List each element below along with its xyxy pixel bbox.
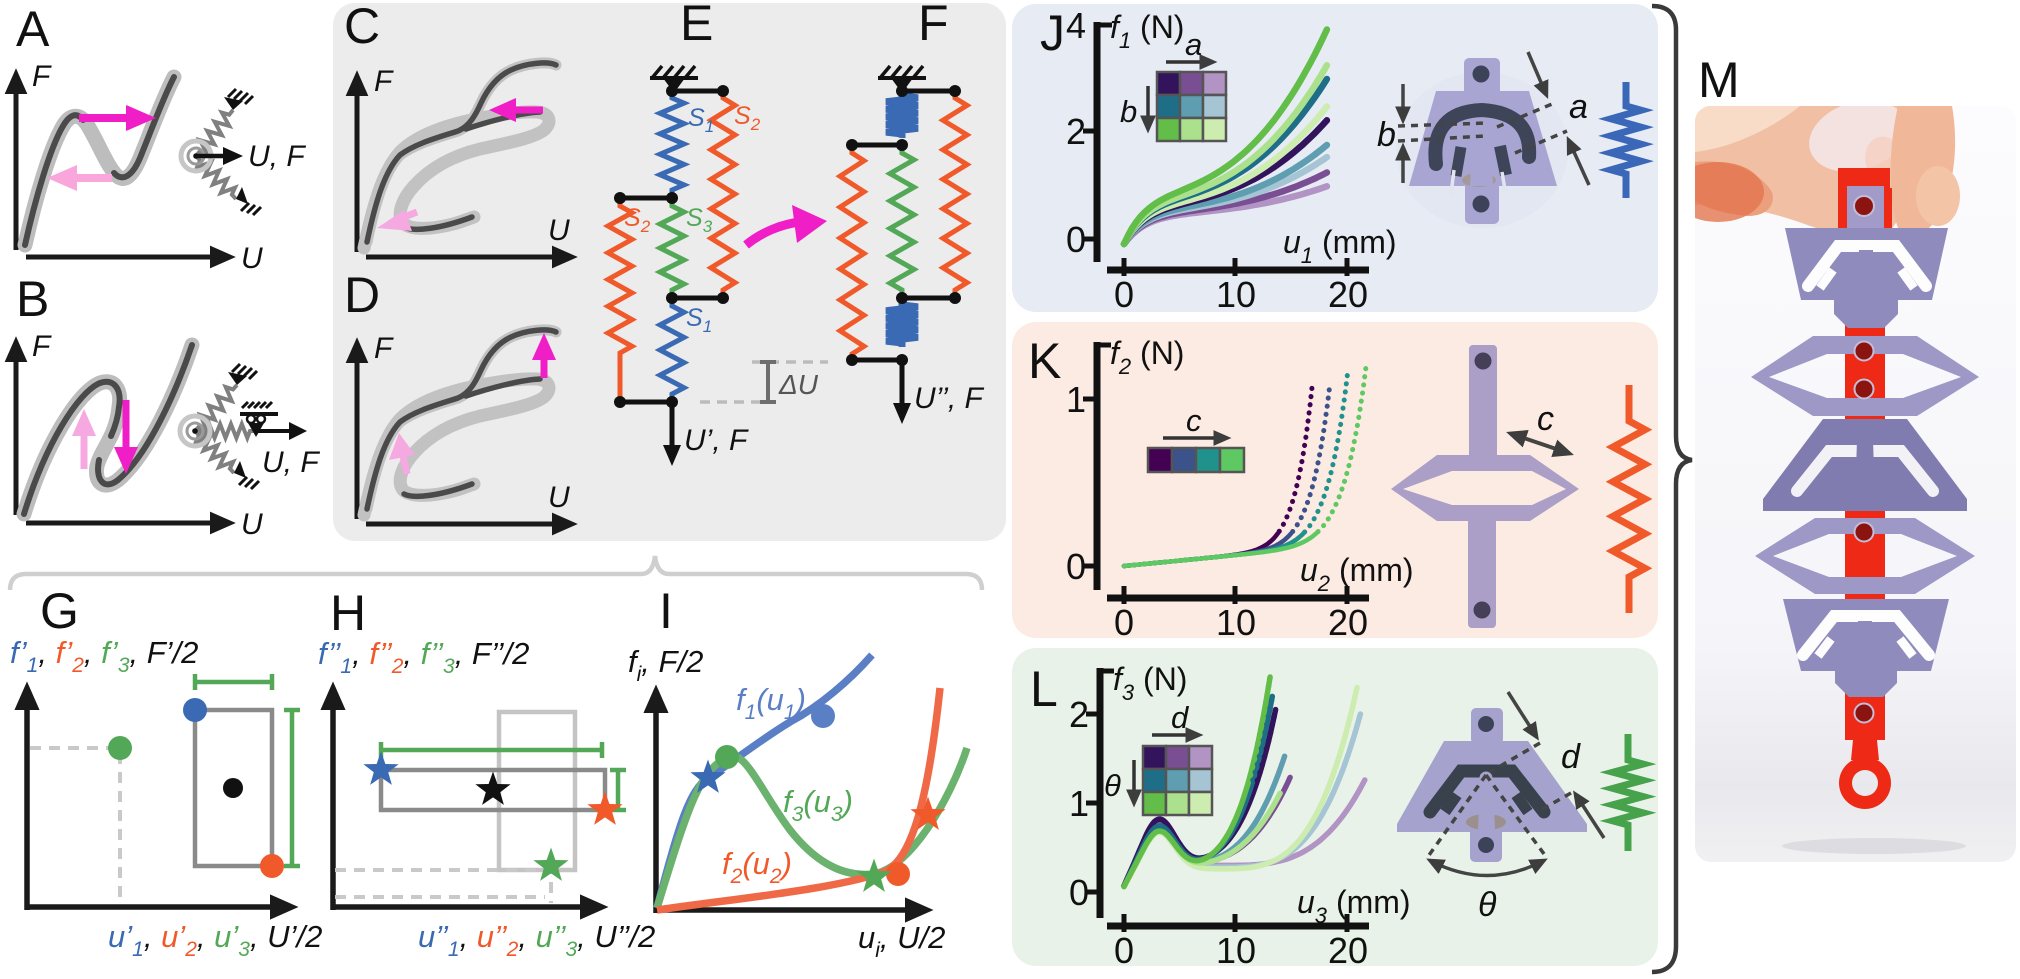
svg-text:10: 10 (1216, 930, 1256, 971)
svg-text:a: a (1569, 88, 1588, 126)
svg-text:0: 0 (1069, 872, 1089, 913)
svg-text:M: M (1698, 52, 1740, 108)
svg-text:A: A (16, 1, 50, 57)
svg-text:θ: θ (1478, 886, 1497, 924)
svg-text:f’’1, f’’2, f’’3, F’’/2: f’’1, f’’2, f’’3, F’’/2 (318, 636, 529, 678)
svg-text:f2(u2): f2(u2) (722, 846, 792, 888)
svg-text:0: 0 (1114, 274, 1134, 315)
svg-text:f3(u3): f3(u3) (783, 784, 853, 826)
svg-text:F: F (374, 332, 394, 365)
svg-text:d: d (1171, 700, 1190, 735)
svg-text:d: d (1561, 738, 1581, 776)
svg-text:U, F: U, F (248, 140, 306, 173)
svg-text:K: K (1028, 333, 1061, 389)
svg-text:E: E (680, 0, 713, 51)
svg-text:4: 4 (1066, 5, 1086, 46)
svg-text:C: C (344, 0, 380, 54)
svg-text:c: c (1186, 403, 1202, 438)
svg-text:20: 20 (1328, 930, 1368, 971)
svg-text:2: 2 (1069, 694, 1089, 735)
svg-text:F: F (32, 60, 52, 93)
svg-text:J: J (1040, 5, 1065, 61)
svg-text:0: 0 (1066, 546, 1086, 587)
svg-text:u’1, u’2, u’3, U’/2: u’1, u’2, u’3, U’/2 (108, 919, 322, 961)
svg-text:f1(u1): f1(u1) (736, 682, 806, 724)
svg-text:1: 1 (1069, 783, 1089, 824)
svg-text:F: F (374, 65, 394, 98)
svg-text:U’, F: U’, F (684, 424, 749, 457)
svg-text:1: 1 (1066, 379, 1086, 420)
svg-text:0: 0 (1066, 219, 1086, 260)
svg-text:0: 0 (1114, 930, 1134, 971)
svg-text:u’’1, u’’2, u’’3, U’’/2: u’’1, u’’2, u’’3, U’’/2 (418, 919, 655, 961)
svg-text:I: I (659, 583, 673, 639)
svg-text:F: F (918, 0, 949, 51)
svg-text:B: B (16, 271, 49, 327)
svg-text:U: U (241, 508, 263, 541)
svg-text:F: F (32, 330, 52, 363)
svg-text:ΔU: ΔU (778, 369, 819, 400)
svg-text:θ: θ (1104, 768, 1121, 803)
svg-text:10: 10 (1216, 274, 1256, 315)
svg-text:U’’, F: U’’, F (914, 382, 985, 415)
svg-text:L: L (1030, 661, 1058, 717)
svg-text:20: 20 (1328, 602, 1368, 643)
svg-text:f2 (N): f2 (N) (1110, 335, 1184, 379)
svg-text:fi, F/2: fi, F/2 (628, 644, 703, 686)
svg-text:2: 2 (1066, 111, 1086, 152)
svg-text:U: U (548, 214, 570, 247)
svg-text:G: G (40, 583, 79, 639)
svg-text:S3: S3 (686, 204, 713, 236)
svg-text:ui, U/2: ui, U/2 (858, 920, 945, 962)
svg-text:0: 0 (1114, 602, 1134, 643)
svg-text:H: H (330, 585, 366, 641)
svg-text:f’1, f’2, f’3, F’/2: f’1, f’2, f’3, F’/2 (10, 635, 198, 677)
svg-text:c: c (1537, 400, 1554, 438)
svg-text:U, F: U, F (262, 446, 320, 479)
svg-text:D: D (344, 267, 380, 323)
svg-text:20: 20 (1328, 274, 1368, 315)
svg-text:b: b (1120, 94, 1137, 129)
svg-text:U: U (241, 242, 263, 275)
svg-text:a: a (1185, 27, 1202, 62)
svg-text:10: 10 (1216, 602, 1256, 643)
svg-text:b: b (1377, 116, 1396, 154)
svg-text:U: U (548, 481, 570, 514)
